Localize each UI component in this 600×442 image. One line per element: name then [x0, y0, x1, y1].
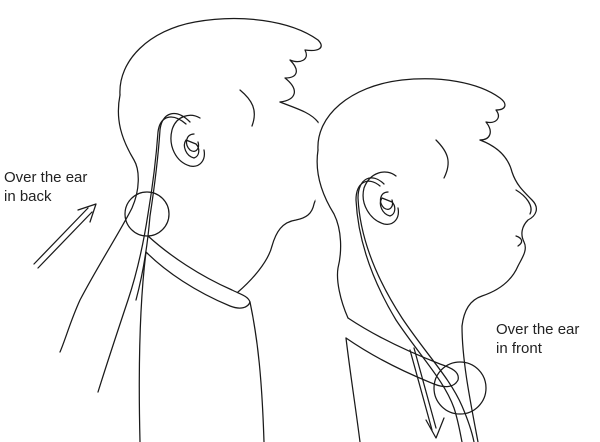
left-cable-circle [125, 192, 169, 236]
left-neck-front [238, 246, 272, 292]
callout-front-line1: Over the ear [496, 320, 579, 339]
figure-left [60, 19, 335, 442]
callout-over-ear-front: Over the ear in front [496, 320, 579, 358]
callout-back-line1: Over the ear [4, 168, 87, 187]
callout-over-ear-back: Over the ear in back [4, 168, 87, 206]
callout-back-line2: in back [4, 187, 87, 206]
left-sideburn [240, 90, 254, 126]
left-head-outline [120, 19, 321, 102]
left-collar [146, 236, 250, 308]
callout-front-line2: in front [496, 339, 579, 358]
left-shoulder-line [250, 302, 264, 442]
arrow-back [34, 204, 96, 268]
left-cable-a [98, 117, 186, 392]
